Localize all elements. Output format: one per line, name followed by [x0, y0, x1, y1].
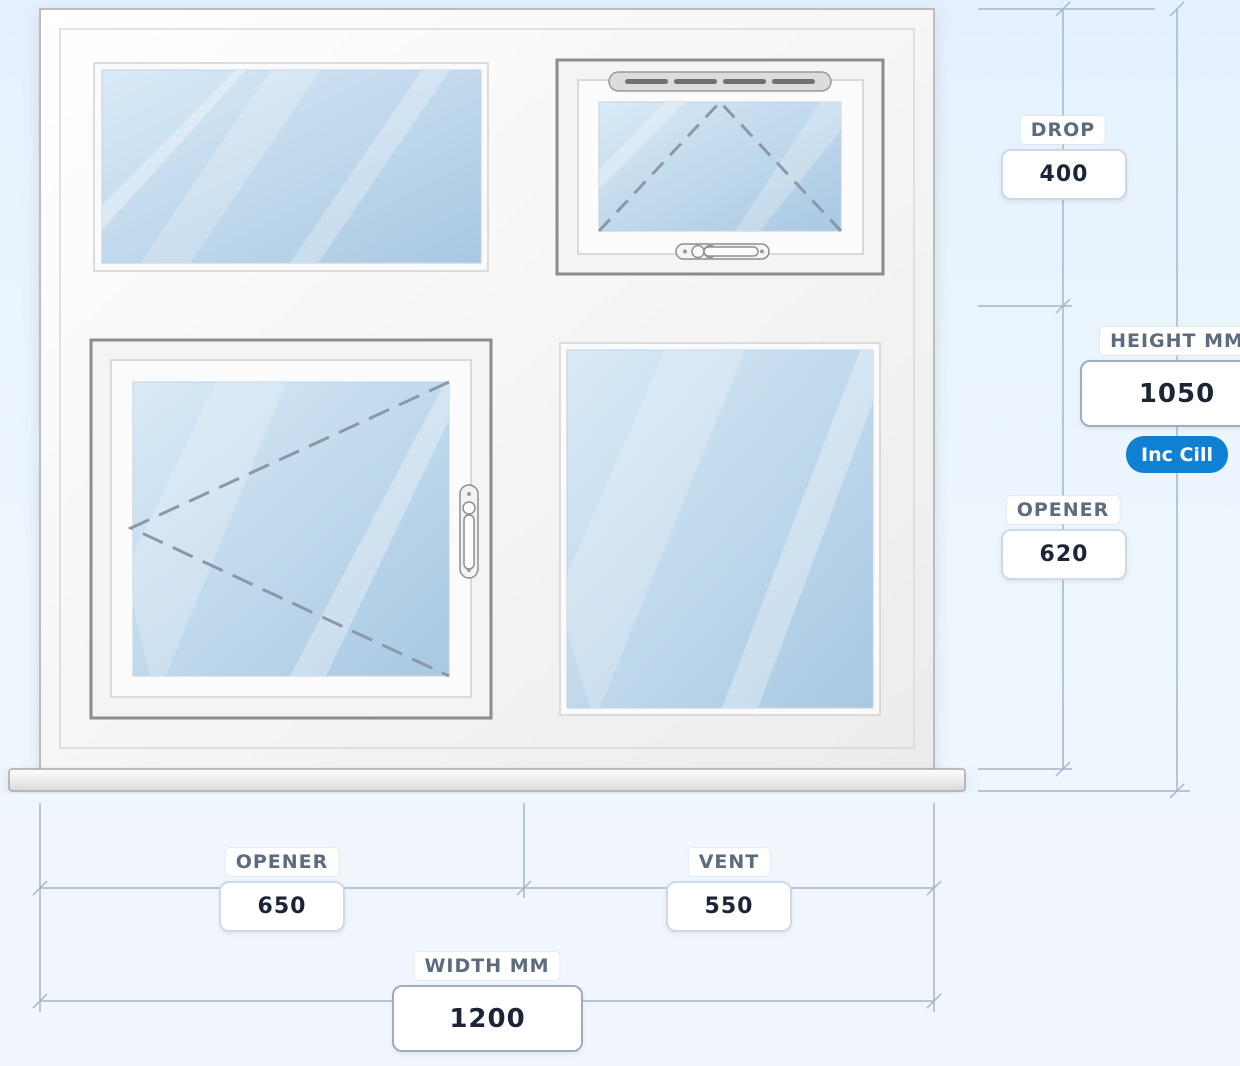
- opener-width-label: OPENER: [225, 848, 339, 876]
- width-input[interactable]: 1200: [392, 985, 583, 1052]
- opener-height-label: OPENER: [1006, 496, 1120, 524]
- opener-height-input[interactable]: 620: [1001, 529, 1127, 580]
- drop-label: DROP: [1020, 116, 1106, 144]
- fixed-pane-bottom-right: [559, 342, 881, 716]
- height-label: HEIGHT MM: [1100, 327, 1240, 355]
- vent-label: VENT: [688, 848, 770, 876]
- opener-width-input[interactable]: 650: [219, 881, 345, 932]
- side-hung-opener-icon: [89, 338, 493, 720]
- drop-input[interactable]: 400: [1001, 149, 1127, 200]
- handle-icon: [459, 484, 479, 579]
- fixed-pane-top-left: [93, 62, 489, 272]
- vent-handle-icon: [675, 243, 770, 260]
- dimension-lines: [32, 1, 1190, 1012]
- height-input[interactable]: 1050: [1080, 360, 1240, 427]
- cill-icon: [8, 768, 966, 792]
- width-label: WIDTH MM: [414, 952, 560, 980]
- vent-width-input[interactable]: 550: [666, 881, 792, 932]
- trickle-vent-icon: [608, 71, 832, 92]
- top-hung-vent-icon: [555, 58, 885, 276]
- inc-cill-badge[interactable]: Inc Cill: [1126, 436, 1228, 473]
